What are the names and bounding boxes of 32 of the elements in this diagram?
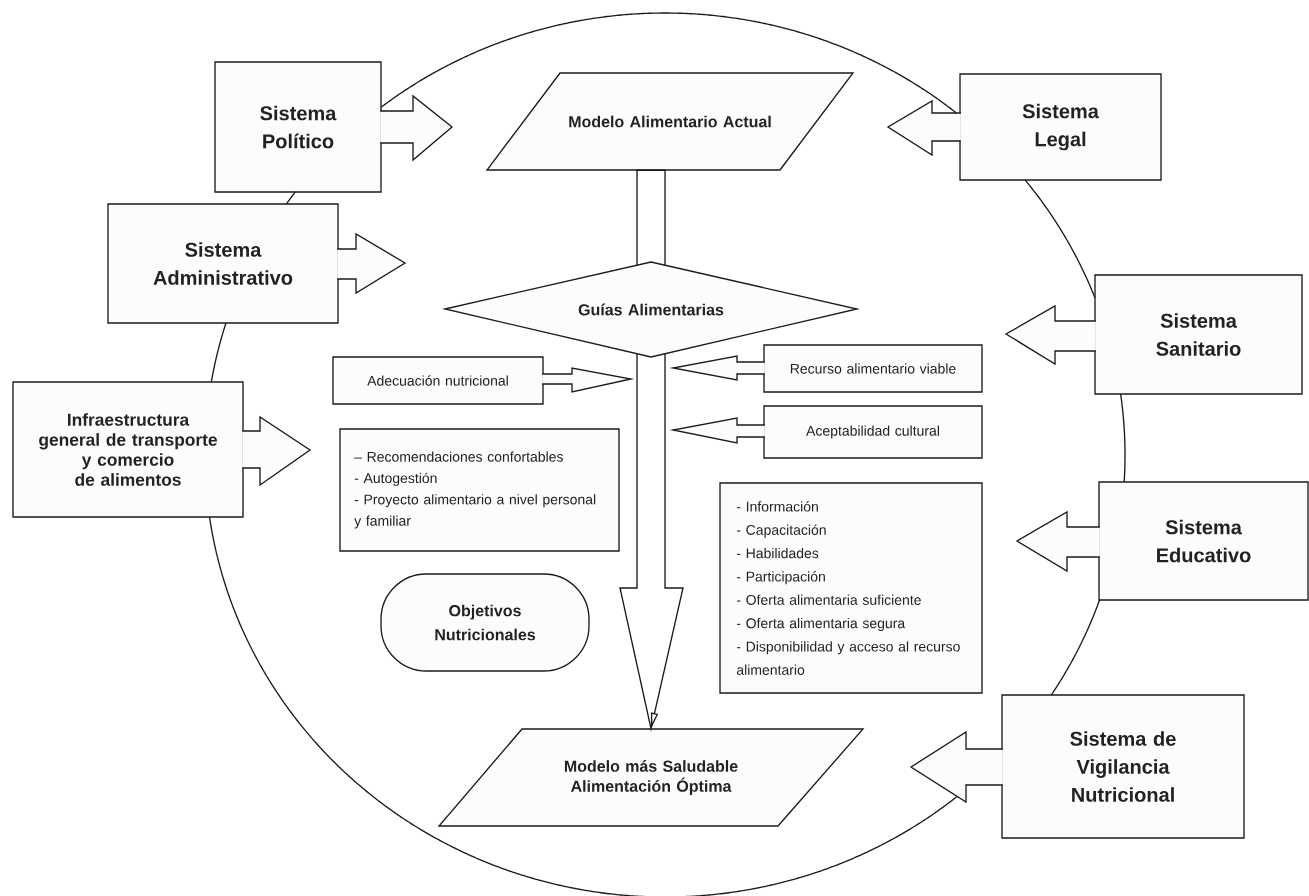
text-box: Aceptabilidad cultural <box>763 405 983 459</box>
circle-arc <box>210 322 227 383</box>
block-arrow <box>1015 510 1101 573</box>
system-box: Sistema Administrativo <box>107 203 339 324</box>
circle-arc <box>1024 179 1096 299</box>
block-arrow <box>541 367 635 393</box>
block-arrow <box>886 99 962 157</box>
block-arrow <box>669 417 766 444</box>
connector-band <box>636 169 666 266</box>
block-arrow <box>1004 304 1097 366</box>
system-box: Sistema Sanitario <box>1094 274 1303 395</box>
block-arrow <box>669 355 766 381</box>
circle-arc <box>380 12 958 114</box>
circle-arc <box>1050 599 1101 696</box>
block-arrow <box>336 232 407 295</box>
block-arrow <box>909 730 1004 804</box>
circle-arc <box>1119 393 1126 483</box>
circle-arc <box>208 516 958 896</box>
rounded-box: Objetivos Nutricionales <box>380 573 590 672</box>
list-box: - Información - Capacitación - Habilidades - Participación - Oferta alimentaria suficiente - Oferta alimentaria segura - Disponibilidad y acceso al recurso alimentario <box>719 482 983 694</box>
block-arrow <box>379 94 454 162</box>
text-box: Recurso alimentario viable <box>763 344 983 393</box>
system-box: Infraestructura general de transporte y comercio de alimentos <box>12 381 244 518</box>
block-arrow <box>619 353 684 732</box>
system-box: Sistema Educativo <box>1098 481 1309 601</box>
system-box: Sistema de Vigilancia Nutricional <box>1001 694 1245 839</box>
text-box: Adecuación nutricional <box>332 356 544 405</box>
system-box: Sistema Político <box>214 61 382 193</box>
system-box: Sistema Legal <box>959 73 1162 181</box>
block-arrow <box>241 415 312 487</box>
circle-arc <box>285 191 296 205</box>
list-box: – Recomendaciones confortables - Autogestión - Proyecto alimentario a nivel personal y familiar <box>339 428 620 552</box>
